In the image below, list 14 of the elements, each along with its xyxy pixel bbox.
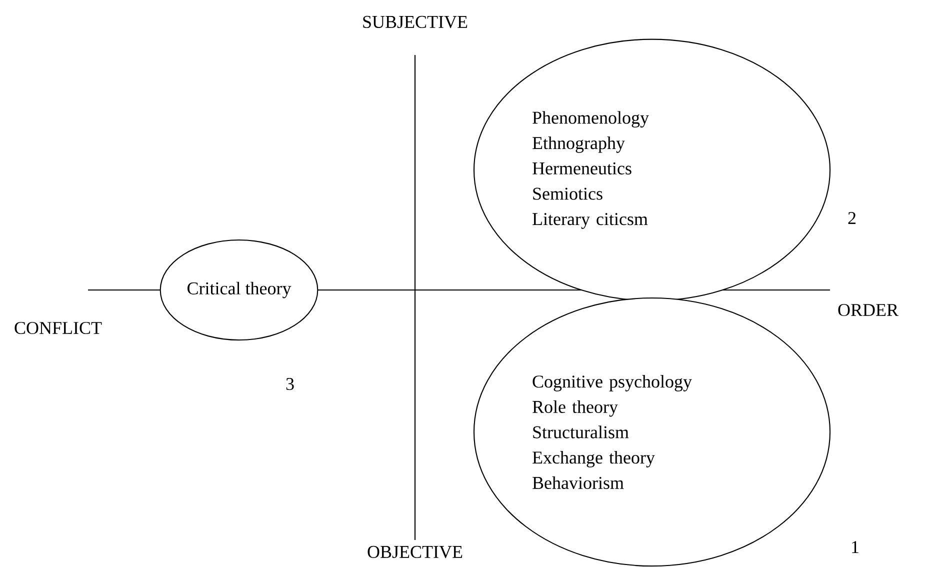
node-label: Behaviorism [532,476,624,489]
quadrant-number: 1 [852,541,858,553]
ellipse-node: Critical theory [160,239,318,341]
node-label: Role theory [532,400,618,417]
ellipse-node: Phenomenology Ethnography Hermeneutics Semiotics Literary citicsm [473,38,831,302]
axis-label: SUBJECTIVE [363,16,468,28]
node-label: Structuralism [533,426,629,438]
ellipse-node: Cognitive psychology Role theory Structuralism Exchange theory Behaviorism [473,297,831,567]
axis-label: ORDER [838,304,898,316]
quadrant-number: 3 [286,378,294,390]
quadrant-number: 2 [848,212,856,224]
node-label: Cognitive psychology [532,375,692,392]
axis-label: CONFLICT [14,322,102,334]
node-label: Exchange theory [532,451,655,468]
